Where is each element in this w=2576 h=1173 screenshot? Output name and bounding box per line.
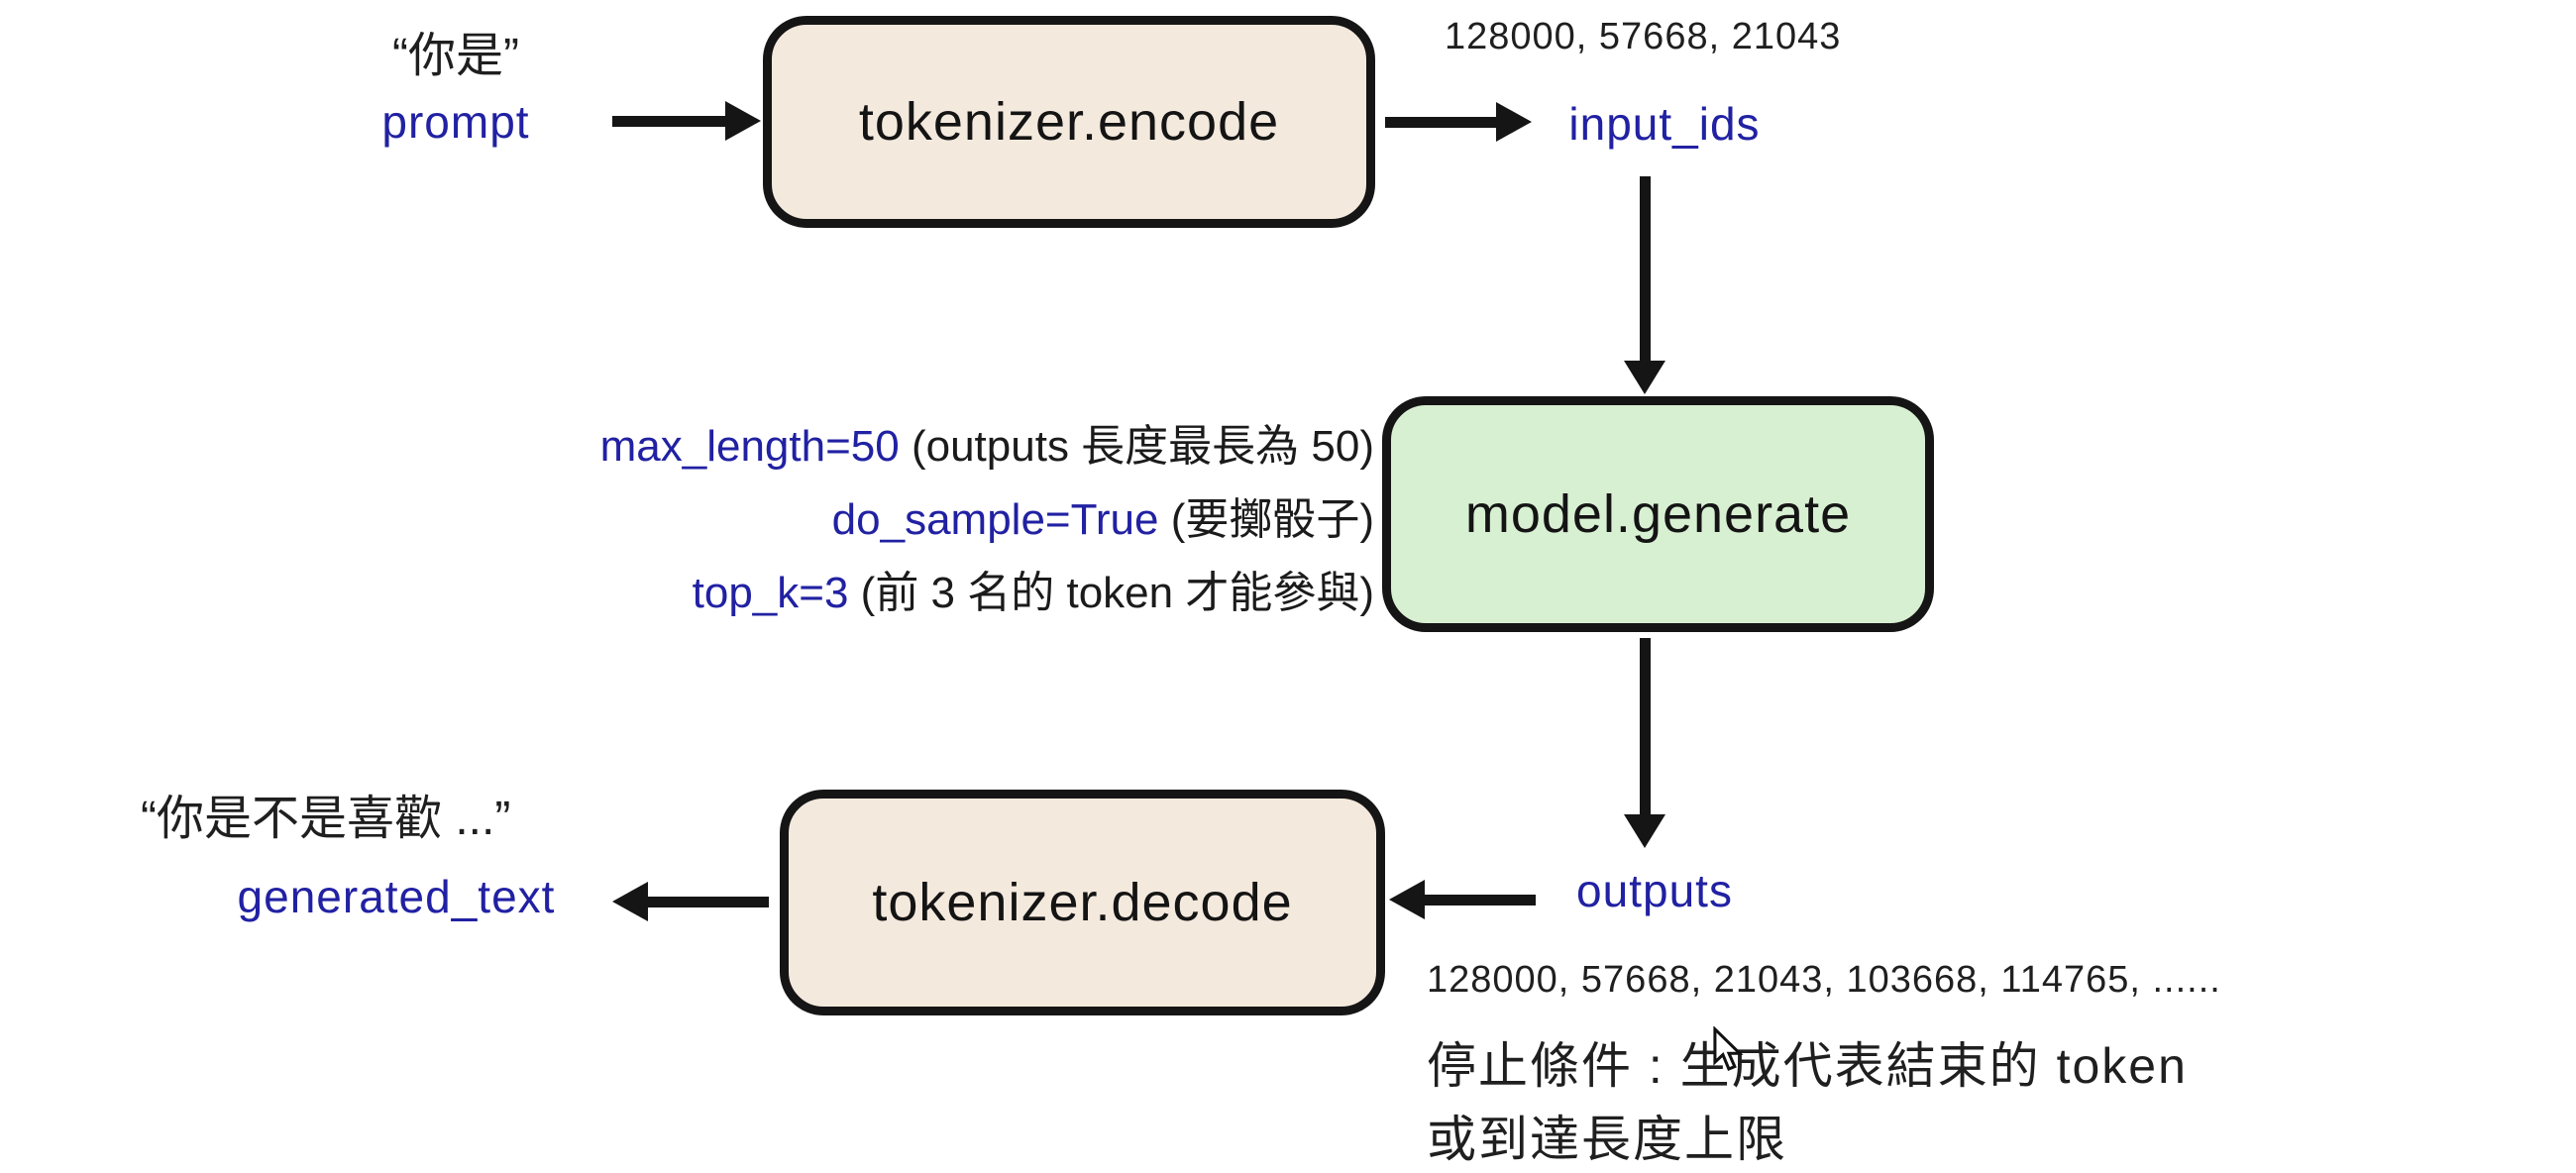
arrow-shaft — [1639, 638, 1651, 814]
arrow-head — [612, 882, 648, 921]
param-max-length: max_length=50 (outputs 長度最長為 50) — [600, 410, 1374, 483]
param-note: (outputs 長度最長為 50) — [899, 422, 1374, 471]
arrow-shaft — [1385, 116, 1496, 128]
tokenizer-encode-label: tokenizer.encode — [858, 92, 1280, 152]
model-generate-box: model.generate — [1382, 396, 1934, 632]
arrow-prompt-to-encode-icon — [612, 101, 761, 141]
param-do-sample: do_sample=True (要擲骰子) — [600, 483, 1374, 557]
arrow-input-ids-to-generate-icon — [1624, 176, 1665, 394]
stop-condition-line1: 停止條件 : 生成代表結束的 token — [1427, 1038, 2188, 1094]
model-generate-label: model.generate — [1464, 484, 1852, 544]
arrow-decode-to-generated-text-icon — [612, 882, 769, 921]
prompt-label: prompt — [381, 96, 530, 148]
outputs-label: outputs — [1576, 865, 1733, 916]
mouse-cursor-icon — [1708, 1025, 1744, 1081]
stop-condition-line2: 或到達長度上限 — [1427, 1112, 1787, 1167]
arrow-shaft — [1639, 176, 1651, 361]
arrow-head — [1624, 814, 1665, 848]
param-code: max_length=50 — [599, 422, 900, 471]
input-ids-values: 128000, 57668, 21043 — [1445, 16, 1842, 57]
param-note: (要擲骰子) — [1158, 495, 1374, 544]
param-top-k: top_k=3 (前 3 名的 token 才能參與) — [600, 557, 1374, 630]
arrow-shaft — [1425, 894, 1536, 906]
tokenizer-encode-box: tokenizer.encode — [763, 16, 1375, 228]
arrow-head — [725, 101, 761, 141]
generated-text-label: generated_text — [237, 871, 556, 922]
arrow-head — [1624, 361, 1665, 394]
tokenizer-decode-box: tokenizer.decode — [780, 790, 1385, 1015]
param-code: do_sample=True — [831, 495, 1159, 544]
input-ids-label: input_ids — [1568, 98, 1761, 150]
arrow-head — [1496, 102, 1532, 142]
arrow-head — [1389, 880, 1425, 919]
arrow-shaft — [612, 115, 725, 127]
param-code: top_k=3 — [692, 569, 849, 617]
arrow-outputs-to-decode-icon — [1389, 880, 1536, 919]
arrow-shaft — [648, 896, 769, 907]
prompt-quote: “你是” — [392, 30, 519, 82]
generated-quote: “你是不是喜歡 ...” — [141, 793, 511, 845]
generate-params: max_length=50 (outputs 長度最長為 50) do_samp… — [600, 410, 1374, 630]
arrow-generate-to-outputs-icon — [1624, 638, 1665, 848]
tokenizer-decode-label: tokenizer.decode — [872, 873, 1293, 932]
outputs-values: 128000, 57668, 21043, 103668, 114765, ..… — [1427, 959, 2221, 1001]
arrow-encode-to-input-ids-icon — [1385, 102, 1532, 142]
param-note: (前 3 名的 token 才能參與) — [848, 569, 1374, 617]
